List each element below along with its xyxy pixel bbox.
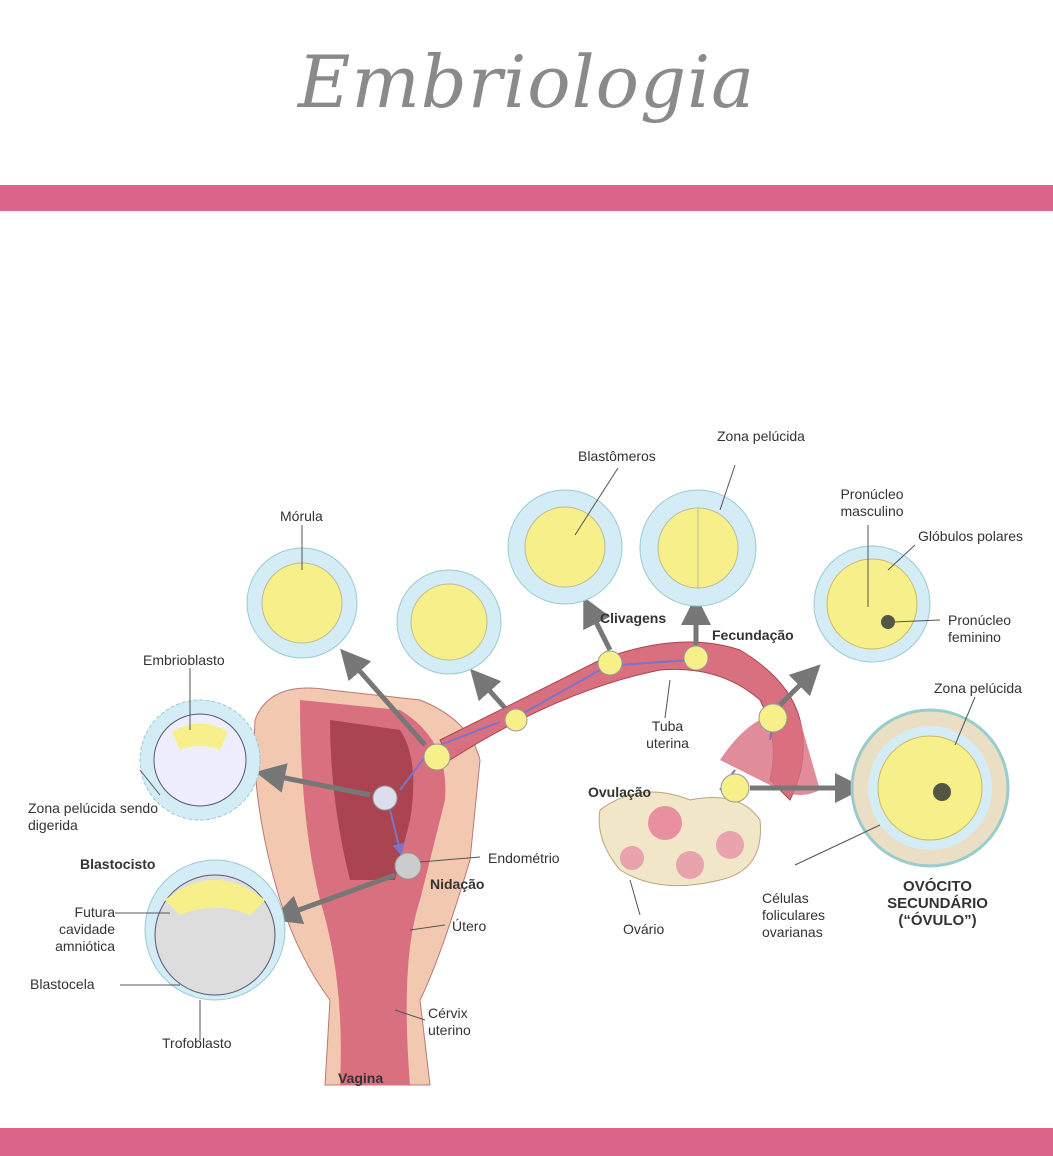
label-tuba-uterina: Tuba uterina [646,718,689,751]
label-zona-pelucida-right: Zona pelúcida [934,680,1022,696]
label-ovocito-secundario: OVÓCITO SECUNDÁRIO (“ÓVULO”) [887,878,988,929]
label-utero: Útero [452,918,487,934]
label-endometrio: Endométrio [488,850,560,866]
label-blastomeros: Blastômeros [578,448,656,464]
label-clivagens: Clivagens [600,610,667,626]
fertilized-egg [813,545,931,663]
label-cervix: Cérvix uterino [428,1005,471,1038]
label-pronucleo-masculino: Pronúcleo masculino [840,486,904,519]
blastocyst [144,859,286,1001]
label-celulas-foliculares: Células foliculares ovarianas [762,890,826,940]
label-futura-cavidade: Futura cavidade amniótica [55,904,115,954]
label-zona-pelucida-digerida: Zona pelúcida sendo digerida [28,800,158,833]
4-cell-stage [507,489,623,605]
label-vagina: Vagina [338,1070,384,1086]
label-fecundacao: Fecundação [712,627,794,643]
bottom-accent-bar [0,1128,1053,1156]
label-trofoblasto: Trofoblasto [162,1035,232,1051]
2-cell-stage [639,489,757,607]
early-blastocyst [139,699,261,821]
label-morula: Mórula [280,508,323,524]
label-ovulacao: Ovulação [588,784,652,800]
secondary-oocyte [850,708,1010,868]
label-globulos-polares: Glóbulos polares [918,528,1024,544]
label-zona-pelucida-top: Zona pelúcida [717,428,805,444]
label-blastocisto: Blastocisto [80,856,156,872]
label-embrioblasto: Embrioblasto [143,652,225,668]
label-ovario: Ovário [623,921,665,937]
label-nidacao: Nidação [430,876,485,892]
morula-cell [246,547,358,659]
label-pronucleo-feminino: Pronúcleo feminino [948,612,1012,645]
page-title: Embriologia [297,40,756,124]
label-blastocela: Blastocela [30,976,95,992]
8-cell-stage [396,569,502,675]
top-accent-bar [0,185,1053,211]
